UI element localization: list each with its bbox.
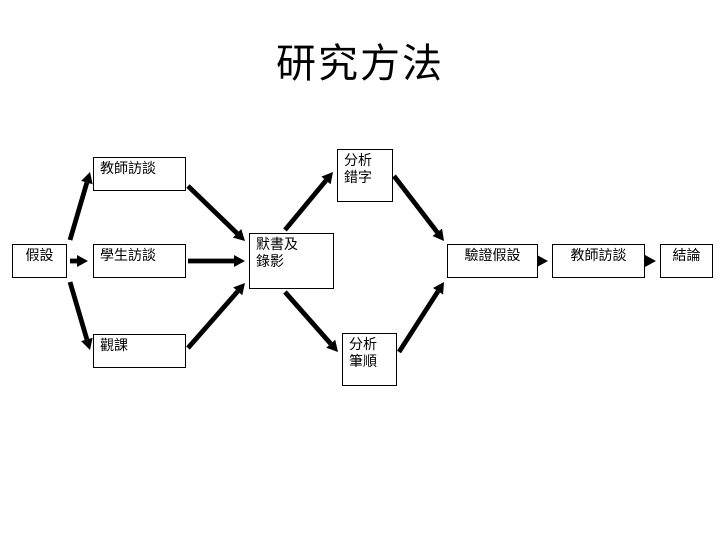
flow-node-teacher-interview-2[interactable]: 教師訪談 <box>552 244 645 278</box>
flow-node-conclusion[interactable]: 結論 <box>660 244 713 278</box>
flow-node-lesson-observation[interactable]: 觀課 <box>93 334 186 368</box>
flow-node-student-interview[interactable]: 學生訪談 <box>93 244 186 278</box>
arrow-analyze-strokes-to-verify-hypothesis <box>396 282 444 354</box>
page-title: 研究方法 <box>276 41 444 87</box>
arrow-hypothesis-to-student-interview <box>70 255 88 267</box>
flow-node-analyze-errors[interactable]: 分析 錯字 <box>337 149 393 202</box>
arrow-verify-hypothesis-to-teacher-interview-2 <box>537 255 548 267</box>
flow-node-hypothesis[interactable]: 假設 <box>12 244 67 278</box>
flow-node-dictation-video[interactable]: 默書及 錄影 <box>249 233 334 289</box>
arrow-dictation-video-to-analyze-errors <box>283 172 333 232</box>
arrow-hypothesis-to-lesson-observation <box>67 281 93 350</box>
flow-node-analyze-strokes[interactable]: 分析 筆順 <box>342 333 397 386</box>
flow-node-teacher-interview[interactable]: 教師訪談 <box>93 157 186 191</box>
arrow-student-interview-to-dictation-video <box>188 255 245 267</box>
arrow-teacher-interview-2-to-conclusion <box>645 255 656 267</box>
arrow-analyze-errors-to-verify-hypothesis <box>392 174 444 241</box>
arrow-dictation-video-to-analyze-strokes <box>283 290 338 352</box>
flow-node-verify-hypothesis[interactable]: 驗證假設 <box>447 244 538 278</box>
arrow-hypothesis-to-teacher-interview <box>67 172 93 241</box>
arrow-lesson-observation-to-dictation-video <box>186 283 245 350</box>
arrow-teacher-interview-to-dictation-video <box>186 184 245 241</box>
